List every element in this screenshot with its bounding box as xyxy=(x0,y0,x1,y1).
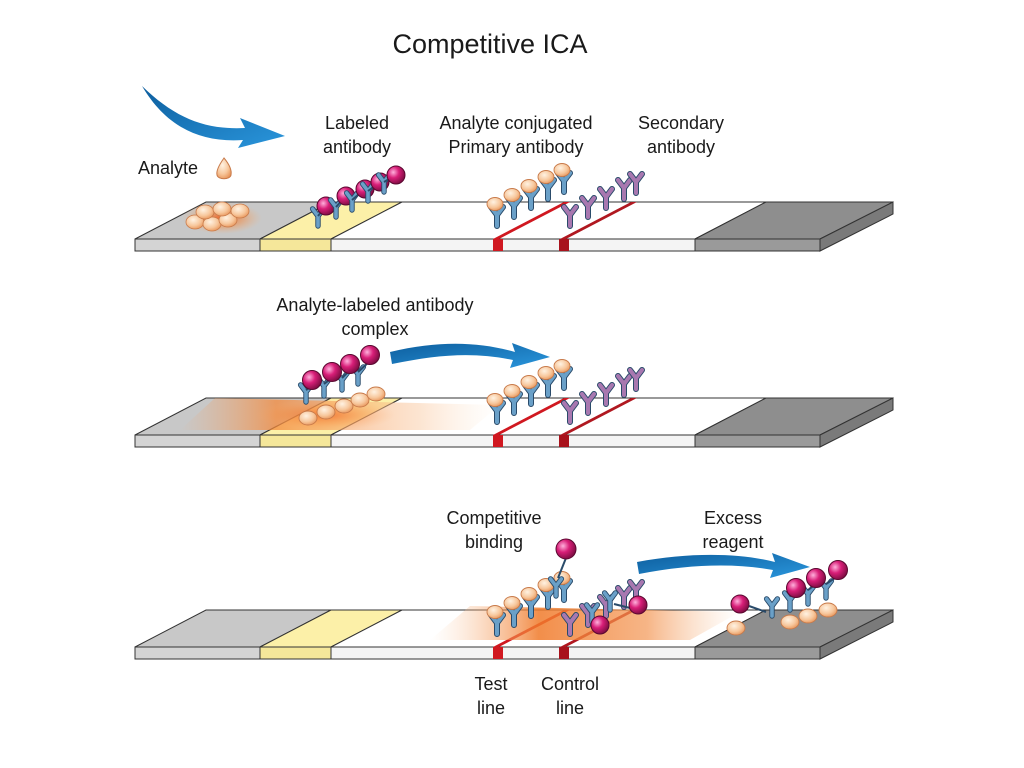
complex-label-1: Analyte-labeled antibody xyxy=(276,295,473,315)
complex-label-2: complex xyxy=(341,319,408,339)
antibody-icon xyxy=(488,204,506,229)
control-line-antibodies xyxy=(561,171,645,229)
antibody-icon xyxy=(561,204,579,229)
analyte-particle xyxy=(298,410,318,426)
competitive-label-1: Competitive xyxy=(446,508,541,528)
excess-reagent-group xyxy=(726,560,848,636)
analyte-particle xyxy=(350,392,370,408)
analyte-particle xyxy=(818,602,838,618)
label-particle xyxy=(555,538,577,560)
competitive-label-2: binding xyxy=(465,532,523,552)
label-particle xyxy=(302,370,322,390)
label-particle xyxy=(340,354,360,374)
antibody-icon xyxy=(547,576,565,599)
label-particle xyxy=(786,578,806,598)
label-particle xyxy=(806,568,826,588)
analyte-particle xyxy=(553,359,571,373)
antibody-icon xyxy=(579,195,597,220)
diagram-title: Competitive ICA xyxy=(392,29,587,59)
antibody-icon xyxy=(615,373,633,398)
test-line-conjugates xyxy=(486,359,573,425)
competing-labeled-antibody xyxy=(547,538,648,635)
antibody-icon xyxy=(817,578,835,601)
analyte-particle xyxy=(537,170,555,184)
analyte-particle xyxy=(486,605,504,619)
analyte-particle xyxy=(503,188,521,202)
analyte-particle xyxy=(334,398,354,414)
analyte-particle xyxy=(316,404,336,420)
antibody-icon xyxy=(579,391,597,416)
panel-1-sample-application: Analyte Labeled antibody Analyte conjuga… xyxy=(134,86,894,252)
control-line-label-1: Control xyxy=(541,674,599,694)
analyte-particle xyxy=(726,620,746,636)
analyte-label: Analyte xyxy=(138,158,198,178)
analyte-particle xyxy=(520,587,538,601)
analyte-particle xyxy=(503,384,521,398)
control-line xyxy=(560,398,637,435)
antibody-icon xyxy=(615,585,633,610)
label-particle xyxy=(360,345,380,365)
analyte-particle xyxy=(798,608,818,624)
membrane xyxy=(330,201,767,240)
antibody-icon xyxy=(615,177,633,202)
analyte-particle xyxy=(537,366,555,380)
secondary-label-2: antibody xyxy=(647,137,715,157)
panel-3-competitive-binding: Competitive binding Excess reagent Test … xyxy=(134,508,894,718)
conjugated-label-1: Analyte conjugated xyxy=(439,113,592,133)
control-line-label-2: line xyxy=(556,698,584,718)
analyte-particle xyxy=(503,596,521,610)
label-particle xyxy=(828,560,848,580)
analyte-particle xyxy=(520,179,538,193)
flow-direction-arrow xyxy=(390,343,550,368)
panel-2-complex-formation: Analyte-labeled antibody complex xyxy=(134,295,894,448)
excess-flow-arrow xyxy=(637,553,810,578)
labeled-antibody-label-2: antibody xyxy=(323,137,391,157)
antibody-icon xyxy=(627,171,645,196)
excess-label-1: Excess xyxy=(704,508,762,528)
control-line-antibodies xyxy=(561,367,645,425)
label-particle xyxy=(590,615,610,635)
analyte-particle xyxy=(780,614,800,630)
labeled-antibody-label-1: Labeled xyxy=(325,113,389,133)
label-particle xyxy=(730,594,750,614)
antibody-icon xyxy=(627,367,645,392)
antibody-icon xyxy=(297,382,315,405)
test-line-conjugates xyxy=(486,163,573,229)
antibody-icon xyxy=(597,186,615,211)
antibody-icon xyxy=(561,612,579,637)
analyte-particle xyxy=(520,375,538,389)
label-particle xyxy=(386,165,406,185)
analyte-droplet-icon xyxy=(216,157,232,180)
test-line xyxy=(493,398,570,435)
label-particle xyxy=(322,362,342,382)
analyte-particle xyxy=(486,393,504,407)
antibody-icon xyxy=(561,400,579,425)
label-particle xyxy=(628,595,648,615)
antibody-icon xyxy=(627,579,645,604)
conjugated-label-2: Primary antibody xyxy=(448,137,583,157)
test-line-label-2: line xyxy=(477,698,505,718)
antibody-icon xyxy=(763,596,781,619)
antibody-icon xyxy=(539,585,557,610)
test-strip xyxy=(134,201,894,252)
antibody-icon xyxy=(488,400,506,425)
excess-label-2: reagent xyxy=(702,532,763,552)
antibody-icon xyxy=(601,590,619,613)
labeled-antibody-group xyxy=(309,165,406,229)
analyte-cluster xyxy=(185,201,250,232)
analyte-particle xyxy=(486,197,504,211)
analyte-particle xyxy=(366,386,386,402)
analyte-particle xyxy=(553,163,571,177)
test-line-label-1: Test xyxy=(474,674,507,694)
secondary-label-1: Secondary xyxy=(638,113,724,133)
antibody-icon xyxy=(597,382,615,407)
control-line xyxy=(560,202,637,239)
test-line xyxy=(493,202,570,239)
antibody-icon xyxy=(522,186,540,211)
analyte-antibody-complex-group xyxy=(297,345,386,426)
sample-flow-arrow xyxy=(142,86,285,148)
